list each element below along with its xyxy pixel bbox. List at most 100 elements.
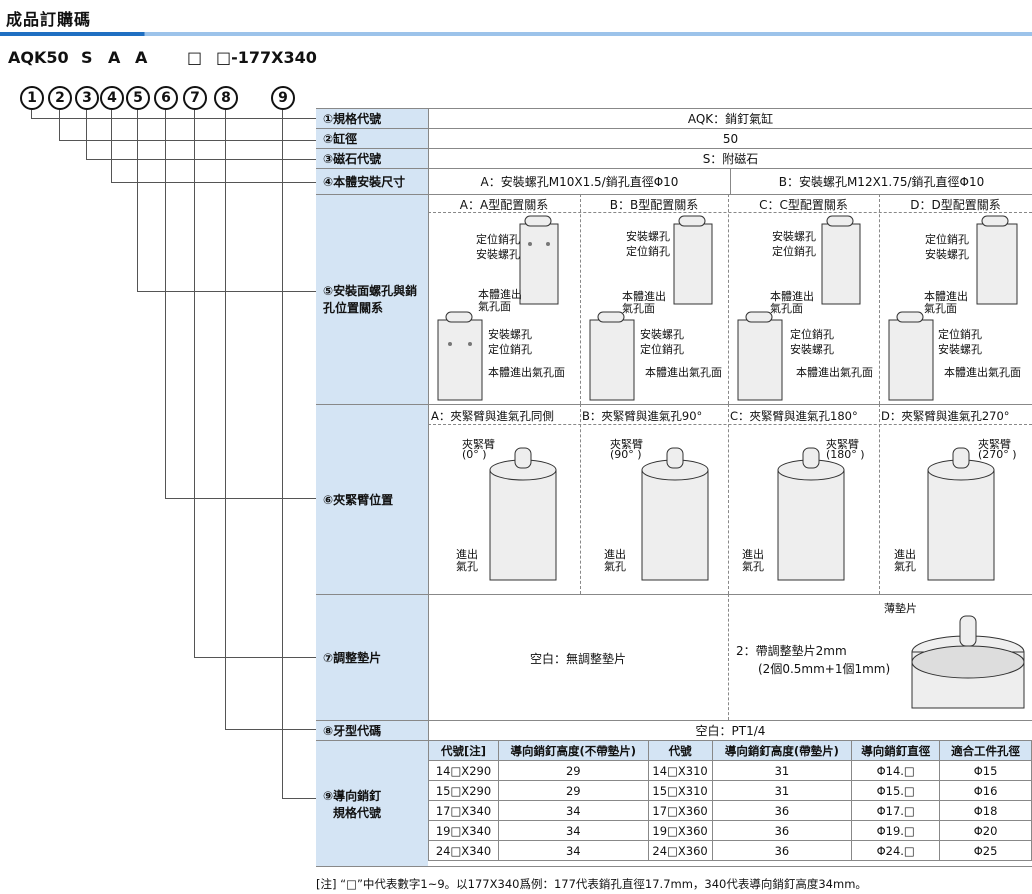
note-mount-hole: 安裝螺孔 [938, 343, 982, 356]
code-segment-magnet: S [81, 48, 93, 67]
row-value-mount-b: B：安裝螺孔M12X1.75/銷孔直徑Φ10 [730, 168, 1032, 194]
row-label-bore: ②缸徑 [316, 128, 428, 148]
hole-layout-panel [428, 194, 1032, 404]
spec-table-frame [316, 108, 1032, 867]
table-cell: 31 [711, 760, 853, 781]
column-header: 導向銷釘直徑 [851, 740, 941, 761]
table-cell: 36 [711, 840, 853, 861]
cylinder-layout-b-figure [589, 215, 713, 401]
row-label-guide-pin: ⑨導向銷釘 規格代號 [316, 740, 428, 866]
marker-2: 2 [48, 86, 72, 110]
caption-arm-a: A：夾緊臂與進氣孔同側 [431, 409, 554, 423]
divider [580, 194, 581, 404]
marker-8: 8 [214, 86, 238, 110]
table-cell: 17□X340 [428, 800, 499, 821]
caption-layout-b: B：B型配置關系 [609, 198, 699, 212]
marker-7: 7 [183, 86, 207, 110]
shim-option-2-detail: (2個0.5mm+1個1mm) [758, 662, 891, 676]
divider [580, 404, 581, 594]
caption-arm-b: B：夾緊臂與進氣孔90° [582, 409, 703, 423]
note-mount-hole: 安裝螺孔 [476, 248, 520, 261]
arm-position-d-figure [927, 447, 995, 581]
caption-arm-d: D：夾緊臂與進氣孔270° [881, 409, 1010, 423]
note-body-port: 本體進出 [770, 290, 814, 303]
note-port: 氣孔 [742, 560, 764, 573]
footnote: [注] “□”中代表數字1~9。以177X340爲例：177代表銷孔直徑17.7… [316, 877, 867, 891]
note-angle-d: (270° ) [978, 448, 1017, 461]
table-cell: 34 [497, 840, 649, 861]
divider [728, 194, 729, 404]
table-cell: 29 [497, 760, 649, 781]
divider [428, 424, 1032, 425]
guide-pin-table: 代號[注] 導向銷釘高度(不帶墊片) 代號 導向銷釘高度(帶墊片) 導向銷釘直徑… [428, 740, 1032, 861]
note-angle-c: (180° ) [826, 448, 865, 461]
cylinder-layout-c-figure [737, 215, 861, 401]
table-header-row: 代號[注] 導向銷釘高度(不帶墊片) 代號 導向銷釘高度(帶墊片) 導向銷釘直徑… [428, 740, 1032, 761]
title-underline [0, 32, 1032, 36]
table-cell: Φ17.□ [851, 800, 941, 821]
table-cell: 34 [497, 800, 649, 821]
column-header: 代號 [647, 740, 713, 761]
shim-panel [428, 594, 1032, 720]
row-value-mount-a: A：安裝螺孔M10X1.5/銷孔直徑Φ10 [428, 168, 730, 194]
table-cell: 15□X310 [647, 780, 713, 801]
divider [428, 212, 1032, 213]
table-cell: Φ24.□ [851, 840, 941, 861]
note-locate-pin: 定位銷孔 [772, 245, 816, 258]
note-mount-hole: 安裝螺孔 [772, 230, 816, 243]
note-port: 氣孔 [604, 560, 626, 573]
note-locate-pin: 定位銷孔 [640, 343, 684, 356]
table-cell: 14□X290 [428, 760, 499, 781]
table-cell: 15□X290 [428, 780, 499, 801]
table-cell: Φ14.□ [851, 760, 941, 781]
table-cell: Φ15 [939, 760, 1032, 781]
table-cell: Φ19.□ [851, 820, 941, 841]
note-body-port: 本體進出氣孔面 [488, 366, 565, 379]
guide-pin-table-wrap: 代號[注] 導向銷釘高度(不帶墊片) 代號 導向銷釘高度(帶墊片) 導向銷釘直徑… [428, 740, 1032, 861]
note-body-port: 本體進出 [924, 290, 968, 303]
note-body-port: 本體進出氣孔面 [944, 366, 1021, 379]
note-locate-pin: 定位銷孔 [925, 233, 969, 246]
connector-1 [31, 110, 317, 119]
row-label-thread: ⑧牙型代碼 [316, 720, 428, 740]
connector-6 [165, 110, 317, 499]
row-label-hole-layout-text: ⑤安裝面螺孔與銷孔位置關系 [323, 283, 418, 315]
row-value-magnet: S：附磁石 [428, 148, 1032, 168]
table-cell: Φ20 [939, 820, 1032, 841]
code-segment-arm: □ [187, 48, 203, 67]
note-angle-a: (0° ) [462, 448, 487, 461]
shim-option-2: 2：帶調整墊片2mm [736, 644, 847, 658]
table-cell: 14□X310 [647, 760, 713, 781]
table-cell: 19□X360 [647, 820, 713, 841]
note-port: 氣孔 [894, 560, 916, 573]
note-locate-pin: 定位銷孔 [488, 343, 532, 356]
note-locate-pin: 定位銷孔 [790, 328, 834, 341]
row-label-spec: ①規格代號 [316, 108, 428, 128]
divider [728, 594, 729, 720]
connector-4 [111, 110, 317, 183]
code-segment-hole-layout: A [135, 48, 148, 67]
note-mount-hole: 安裝螺孔 [640, 328, 684, 341]
shim-figure [911, 615, 1025, 709]
divider [728, 404, 729, 594]
row-value-thread: 空白：PT1/4 [428, 720, 1032, 740]
note-port: 進出 [456, 548, 478, 561]
column-header: 導向銷釘高度(帶墊片) [711, 740, 853, 761]
note-locate-pin: 定位銷孔 [626, 245, 670, 258]
note-body-port: 氣孔面 [478, 300, 511, 313]
table-cell: 24□X340 [428, 840, 499, 861]
table-cell: 31 [711, 780, 853, 801]
note-body-port: 本體進出氣孔面 [796, 366, 873, 379]
table-cell: 24□X360 [647, 840, 713, 861]
arm-position-a-figure [489, 447, 557, 581]
arm-position-panel [428, 404, 1032, 594]
table-cell: Φ25 [939, 840, 1032, 861]
connector-8 [225, 110, 317, 730]
marker-5: 5 [126, 86, 150, 110]
connector-3 [86, 110, 317, 160]
